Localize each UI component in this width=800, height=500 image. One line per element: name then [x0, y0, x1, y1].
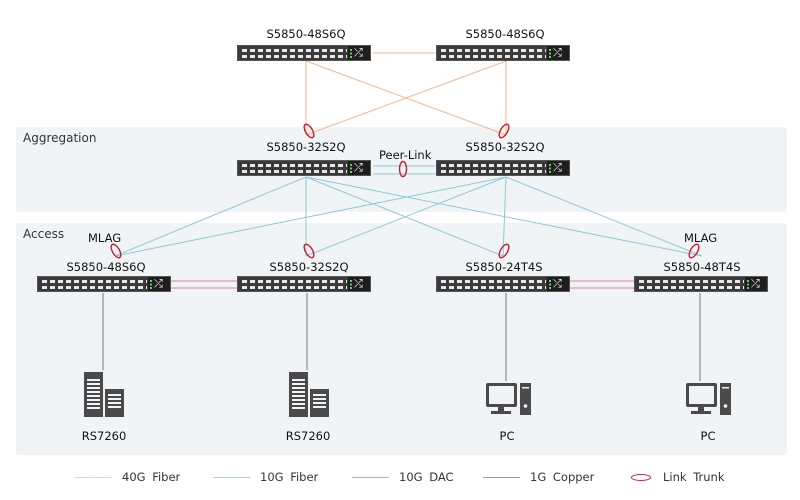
switch-agg-left[interactable]: ⤮: [237, 160, 371, 176]
device-label: RS7260: [81, 429, 127, 443]
status-led-icon: [549, 49, 551, 58]
link-40g-core-right-agg-left: [305, 60, 507, 136]
device-label: PC: [700, 429, 716, 443]
legend-line-icon: [483, 476, 520, 478]
link-trunk-icon: [688, 243, 700, 259]
switch-ports: [639, 280, 744, 290]
legend-line-icon: [213, 476, 250, 478]
status-led-icon: [350, 49, 352, 58]
status-led-icon: [350, 280, 352, 289]
shuffle-icon: ⤮: [354, 46, 363, 59]
shuffle-icon: ⤮: [553, 46, 562, 59]
link-trunk-icon: [398, 160, 408, 178]
switch-core-right[interactable]: ⤮: [436, 45, 570, 61]
switch-label-acc-2: S5850-32S2Q: [269, 260, 349, 274]
server-icon: [84, 372, 124, 417]
link-trunk-icon: [110, 243, 122, 259]
legend-line-icon: [352, 476, 389, 478]
link-10g-agg-right-acc-3: [502, 176, 507, 257]
device-label: RS7260: [285, 429, 331, 443]
device-label: PC: [499, 429, 515, 443]
mlag-label-left: MLAG: [88, 231, 122, 245]
server-icon: [289, 372, 329, 417]
status-led-icon: [150, 280, 152, 289]
pc-icon: [686, 383, 731, 415]
access-zone-label: Access: [23, 227, 65, 241]
link-10g-agg-right-acc-4: [505, 176, 703, 257]
switch-label-acc-3: S5850-24T4S: [465, 260, 543, 274]
shuffle-icon: ⤮: [354, 161, 363, 174]
pc-icon: [486, 383, 531, 415]
switch-ports: [441, 164, 546, 174]
status-led-icon: [549, 164, 551, 173]
switch-label-core-left: S5850-48S6Q: [266, 27, 346, 41]
link-10g-agg-right-acc-2: [305, 176, 507, 257]
switch-label-acc-1: S5850-48S6Q: [66, 260, 146, 274]
link-10g-agg-left-acc-3: [305, 176, 504, 257]
status-led-icon: [350, 164, 352, 173]
switch-ports: [242, 280, 347, 290]
link-trunk-icon: [498, 243, 510, 259]
switch-core-left[interactable]: ⤮: [237, 45, 371, 61]
switch-ports: [42, 280, 147, 290]
status-led-icon: [747, 280, 749, 289]
shuffle-icon: ⤮: [751, 277, 760, 290]
legend-item-link-trunk: Link Trunk: [631, 468, 725, 486]
switch-ports: [441, 49, 546, 59]
switch-ports: [242, 164, 347, 174]
switch-label-agg-right: S5850-32S2Q: [465, 140, 545, 154]
switch-acc-4[interactable]: ⤮: [634, 276, 768, 292]
link-trunk-icon: [631, 473, 651, 481]
legend-item-1g-copper: 1G Copper: [483, 468, 594, 486]
legend: 40G Fiber 10G Fiber 10G DAC 1G Copper Li…: [0, 468, 800, 486]
status-led-icon: [549, 280, 551, 289]
switch-agg-right[interactable]: ⤮: [436, 160, 570, 176]
shuffle-icon: ⤮: [553, 161, 562, 174]
link-trunk-icon: [498, 123, 510, 139]
switch-label-core-right: S5850-48S6Q: [465, 27, 545, 41]
link-10g-agg-right-acc-1: [114, 176, 507, 257]
link-trunk-icon: [303, 123, 315, 139]
legend-item-10g-fiber: 10G Fiber: [213, 468, 318, 486]
aggregation-zone-label: Aggregation: [23, 131, 97, 145]
shuffle-icon: ⤮: [553, 277, 562, 290]
switch-acc-1[interactable]: ⤮: [37, 276, 171, 292]
switch-acc-3[interactable]: ⤮: [436, 276, 570, 292]
switch-ports: [441, 280, 546, 290]
switch-label-acc-4: S5850-48T4S: [663, 260, 741, 274]
peer-link-label: Peer-Link: [379, 148, 432, 162]
legend-item-40g-fiber: 40G Fiber: [75, 468, 180, 486]
switch-ports: [242, 49, 347, 59]
shuffle-icon: ⤮: [354, 277, 363, 290]
shuffle-icon: ⤮: [154, 277, 163, 290]
link-10g-agg-left-acc-1: [114, 176, 307, 257]
access-zone: Access: [16, 223, 787, 455]
link-trunk-icon: [303, 243, 315, 259]
switch-acc-2[interactable]: ⤮: [237, 276, 371, 292]
legend-item-10g-dac: 10G DAC: [352, 468, 454, 486]
switch-label-agg-left: S5850-32S2Q: [266, 140, 346, 154]
mlag-label-right: MLAG: [684, 231, 718, 245]
legend-line-icon: [75, 476, 112, 478]
